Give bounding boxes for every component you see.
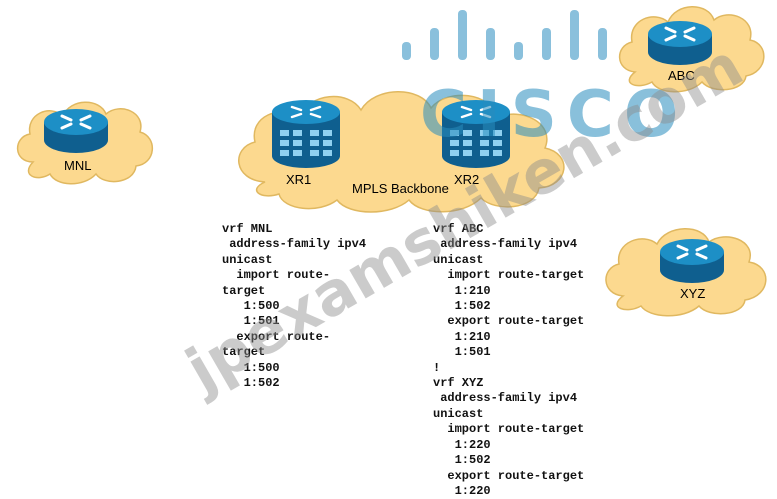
mnl-router-icon bbox=[42, 108, 110, 156]
xr2-label: XR2 bbox=[454, 172, 480, 187]
mpls-backbone-label: MPLS Backbone bbox=[352, 181, 449, 196]
abc-label: ABC bbox=[668, 68, 695, 83]
xyz-label: XYZ bbox=[680, 286, 706, 301]
xr2-router-icon bbox=[440, 98, 512, 170]
xr1-label: XR1 bbox=[286, 172, 312, 187]
mnl-label: MNL bbox=[64, 158, 92, 173]
cisco-logo-bars-icon bbox=[400, 4, 620, 79]
config-vrf-mnl: vrf MNL address-family ipv4 unicast impo… bbox=[222, 222, 367, 391]
abc-router-icon bbox=[646, 20, 714, 68]
cisco-watermark: CISCO bbox=[420, 78, 689, 152]
xyz-router-icon bbox=[658, 238, 726, 286]
xr1-router-icon bbox=[270, 98, 342, 170]
config-vrf-abc-xyz: vrf ABC address-family ipv4 unicast impo… bbox=[433, 222, 585, 498]
